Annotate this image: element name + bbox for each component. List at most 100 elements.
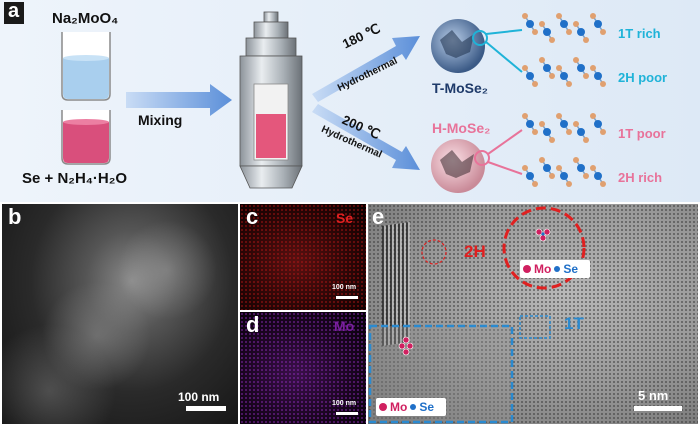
panel-d-scalebar xyxy=(336,412,358,415)
reagent-top-label: Na₂MoO₄ xyxy=(52,10,119,27)
panel-e: e 2H 1T Mo Se Mo Se 5 nm xyxy=(368,204,698,424)
autoclave xyxy=(239,11,303,189)
se-atom xyxy=(549,37,555,43)
se-atom xyxy=(590,165,596,171)
atom-motif-2h xyxy=(535,228,551,242)
se-atom xyxy=(600,81,606,87)
se-atom xyxy=(522,113,528,119)
mo-atom xyxy=(577,128,585,136)
se-atom xyxy=(566,29,572,35)
panel-c-element: Se xyxy=(336,210,354,226)
legend-2h-mo: Mo xyxy=(534,262,552,276)
panel-c: c Se 100 nm xyxy=(240,204,366,310)
se-atom xyxy=(590,65,596,71)
mo-dot-icon xyxy=(523,265,531,273)
se-atom xyxy=(539,57,545,63)
panel-d: d Mo 100 nm xyxy=(240,312,366,424)
mixing-arrow xyxy=(126,84,232,116)
se-atom xyxy=(532,81,538,87)
panel-c-scale-label: 100 nm xyxy=(332,284,357,291)
panel-d-letter: d xyxy=(246,312,260,337)
panel-b-scalebar xyxy=(186,406,226,411)
atom-motif-1t xyxy=(398,336,414,356)
se-atom xyxy=(522,65,528,71)
panel-b: b 100 nm xyxy=(2,204,238,424)
se-atom xyxy=(549,73,555,79)
phase-1t-poor: 1T poor xyxy=(618,126,666,141)
se-atom xyxy=(600,181,606,187)
mo-atom xyxy=(526,172,534,180)
mo-atom xyxy=(560,120,568,128)
haadf-texture xyxy=(2,204,238,424)
beaker-blue xyxy=(61,32,111,101)
se-atom xyxy=(549,137,555,143)
beaker-pink xyxy=(61,110,111,165)
crystal-structures xyxy=(522,13,606,187)
mo-atom xyxy=(543,28,551,36)
label-2h: 2H xyxy=(464,242,486,261)
hrtem-lattice xyxy=(368,204,698,424)
se-atom xyxy=(573,157,579,163)
mo-atom xyxy=(543,64,551,72)
panel-e-scalebar xyxy=(634,406,682,411)
legend-1t-mo: Mo xyxy=(390,400,408,414)
se-dot-icon xyxy=(410,404,417,410)
phase-1t-rich: 1T rich xyxy=(618,26,661,41)
reagent-bottom-label: Se + N₂H₄·H₂O xyxy=(22,170,128,187)
phase-2h-rich: 2H rich xyxy=(618,170,663,185)
panel-b-letter: b xyxy=(8,204,22,229)
se-atom xyxy=(522,13,528,19)
mo-atom xyxy=(543,128,551,136)
mo-atom xyxy=(594,72,602,80)
mo-atom xyxy=(560,72,568,80)
panel-b-scale-label: 100 nm xyxy=(178,390,220,404)
legend-1t-se: Se xyxy=(419,400,435,414)
panel-c-letter: c xyxy=(246,204,259,229)
mo-atom xyxy=(560,20,568,28)
se-atom xyxy=(532,129,538,135)
se-atom xyxy=(566,181,572,187)
se-atom xyxy=(583,37,589,43)
se-atom xyxy=(539,157,545,163)
mo-atom xyxy=(594,20,602,28)
se-dot-icon xyxy=(554,266,561,272)
legend-1t: Mo Se xyxy=(376,398,446,416)
panel-d-element: Mo xyxy=(334,318,355,334)
mixing-label: Mixing xyxy=(138,112,183,128)
mo-atom xyxy=(577,64,585,72)
panel-a-letter-box xyxy=(4,2,24,24)
route1-arrow xyxy=(312,36,420,102)
se-atom xyxy=(573,57,579,63)
se-atom xyxy=(566,129,572,135)
mo-map-speckle xyxy=(240,312,366,424)
se-map-speckle xyxy=(240,204,366,310)
se-atom xyxy=(600,129,606,135)
t-mose2-label: T-MoSe₂ xyxy=(432,80,488,96)
se-atom xyxy=(573,121,579,127)
se-atom xyxy=(556,113,562,119)
se-atom xyxy=(532,181,538,187)
mo-atom xyxy=(543,164,551,172)
mo-atom xyxy=(577,28,585,36)
se-atom xyxy=(600,29,606,35)
mo-atom xyxy=(526,120,534,128)
legend-2h-se: Se xyxy=(563,262,579,276)
se-atom xyxy=(566,81,572,87)
se-atom xyxy=(549,173,555,179)
mo-atom xyxy=(526,20,534,28)
legend-2h: Mo Se xyxy=(520,260,590,278)
se-atom xyxy=(583,137,589,143)
panel-c-scalebar xyxy=(336,296,358,299)
panel-a-letter: a xyxy=(8,0,20,22)
phase-2h-poor: 2H poor xyxy=(618,70,668,85)
se-atom xyxy=(539,121,545,127)
mo-atom xyxy=(526,72,534,80)
panel-a: a Na₂MoO₄ Se + N₂H₄·H₂O Mixing xyxy=(0,0,700,204)
h-mose2-sphere xyxy=(431,139,490,193)
se-atom xyxy=(556,65,562,71)
se-atom xyxy=(573,21,579,27)
se-atom xyxy=(583,173,589,179)
se-atom xyxy=(590,113,596,119)
panel-e-letter: e xyxy=(372,204,385,229)
se-atom xyxy=(522,165,528,171)
